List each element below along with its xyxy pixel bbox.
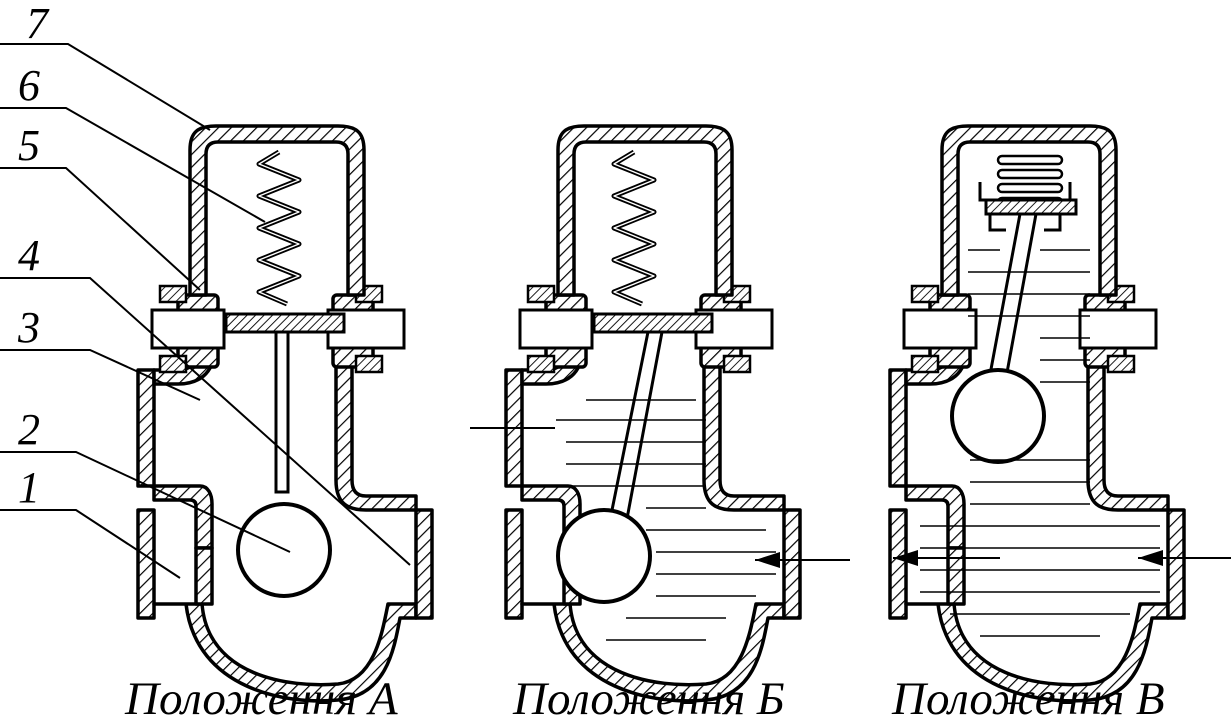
inlet-arrow-v-head <box>1138 550 1163 566</box>
liquid-dashes-b <box>556 399 776 641</box>
liquid-dashes-v <box>920 249 1160 637</box>
inlet-arrow-b-head <box>755 552 780 568</box>
label-7: 7 <box>26 0 50 48</box>
label-4: 4 <box>18 231 40 280</box>
label-3: 3 <box>17 303 40 352</box>
outlet-arrow-v-head <box>893 550 918 566</box>
label-1: 1 <box>18 463 40 512</box>
valve-position-a <box>136 124 434 703</box>
valve-position-v <box>888 124 1186 703</box>
valve-position-b <box>504 124 802 703</box>
caption-position-b: Положення Б <box>512 673 785 725</box>
label-2: 2 <box>18 405 40 454</box>
caption-position-a: Положення А <box>124 673 398 725</box>
label-6: 6 <box>18 61 40 110</box>
leader-lines <box>0 43 411 579</box>
label-5: 5 <box>18 121 40 170</box>
caption-position-v: Положення В <box>891 673 1165 725</box>
